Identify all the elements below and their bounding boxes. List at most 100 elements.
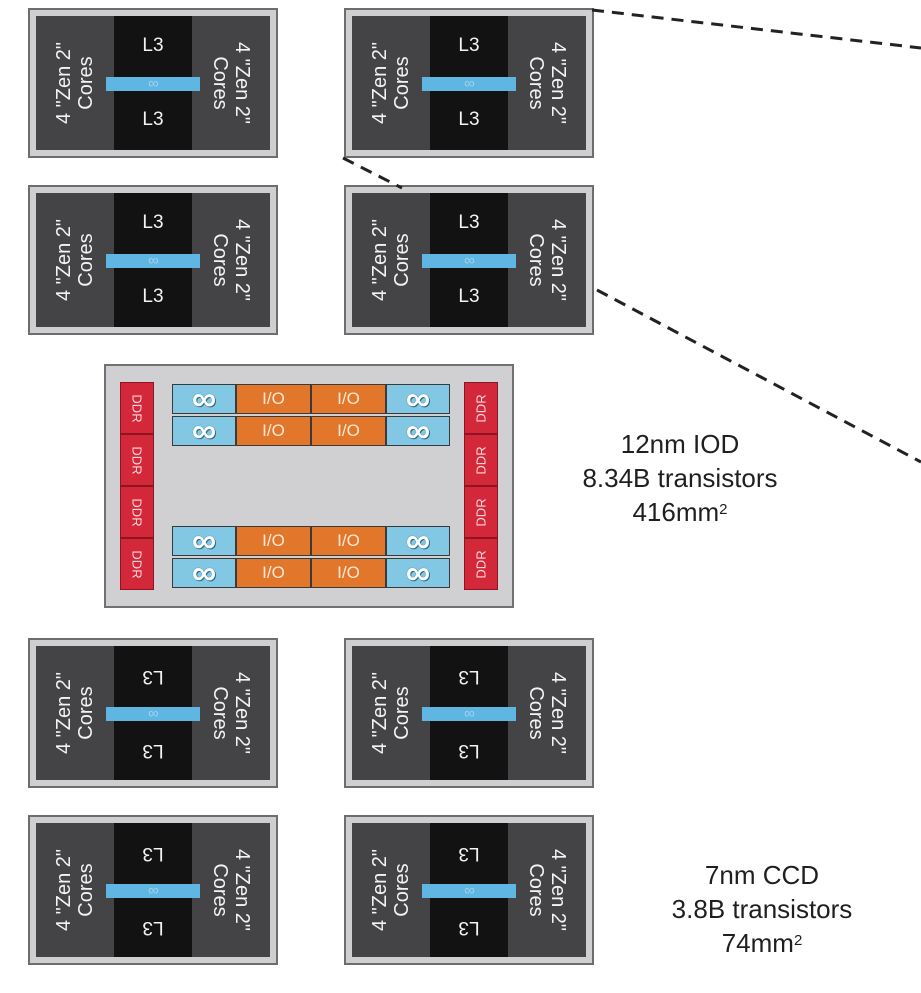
- infinity-icon: ∞: [191, 380, 217, 418]
- core-block-left: 4 "Zen 2"Cores: [36, 823, 114, 957]
- l3-cache: L3 ∞ L3: [106, 646, 200, 780]
- io-cell: I/O: [311, 558, 386, 588]
- l3-label-top: L3: [458, 666, 480, 687]
- core-block-left: 4 "Zen 2"Cores: [36, 16, 114, 150]
- core-block-left: 4 "Zen 2"Cores: [36, 193, 114, 327]
- infinity-fabric-bar: ∞: [106, 75, 200, 92]
- ddr-column-left: DDR DDR DDR DDR: [120, 382, 154, 592]
- ccd-chiplet-8: 4 "Zen 2"Cores L3 ∞ L3 4 "Zen 2"Cores: [344, 815, 594, 965]
- infinity-icon: ∞: [191, 412, 217, 450]
- ccd-process-text: 7nm CCD: [704, 860, 820, 890]
- io-row-1: ∞ I/O I/O ∞: [172, 380, 450, 418]
- connector-line-short: [342, 156, 403, 190]
- l3-label-top: L3: [142, 212, 164, 233]
- ddr-block: DDR: [120, 538, 154, 590]
- ccd-chiplet-7: 4 "Zen 2"Cores L3 ∞ L3 4 "Zen 2"Cores: [28, 815, 278, 965]
- core-block-right: 4 "Zen 2"Cores: [192, 823, 270, 957]
- l3-label-top: L3: [458, 843, 480, 864]
- l3-label-top: L3: [458, 212, 480, 233]
- l3-cache: L3 ∞ L3: [106, 823, 200, 957]
- l3-label-bottom: L3: [142, 740, 164, 761]
- infinity-fabric-bar: ∞: [422, 882, 516, 899]
- iod-spec-label: 12nm IOD 8.34B transistors 416mm2: [530, 427, 830, 529]
- infinity-icon: ∞: [405, 412, 431, 450]
- infinity-fabric-cell: ∞: [172, 554, 236, 592]
- ddr-block: DDR: [120, 486, 154, 538]
- core-block-right: 4 "Zen 2"Cores: [192, 16, 270, 150]
- io-row-2: ∞ I/O I/O ∞: [172, 412, 450, 450]
- l3-label-top: L3: [458, 35, 480, 56]
- l3-label-bottom: L3: [142, 109, 164, 130]
- core-block-left: 4 "Zen 2"Cores: [352, 646, 430, 780]
- infinity-icon: ∞: [148, 75, 159, 92]
- ddr-block: DDR: [120, 382, 154, 434]
- l3-label-bottom: L3: [458, 917, 480, 938]
- iod-transistor-text: 8.34B transistors: [582, 463, 778, 493]
- infinity-fabric-cell: ∞: [172, 522, 236, 560]
- l3-label-bottom: L3: [458, 109, 480, 130]
- connector-line-top: [591, 8, 921, 50]
- infinity-icon: ∞: [464, 252, 475, 269]
- l3-label-top: L3: [142, 35, 164, 56]
- ccd-chiplet-2: 4 "Zen 2"Cores L3 ∞ L3 4 "Zen 2"Cores: [344, 8, 594, 158]
- l3-cache: L3 ∞ L3: [422, 16, 516, 150]
- ddr-column-right: DDR DDR DDR DDR: [464, 382, 498, 592]
- ccd-transistor-text: 3.8B transistors: [671, 894, 853, 924]
- l3-cache: L3 ∞ L3: [422, 823, 516, 957]
- infinity-fabric-bar: ∞: [106, 252, 200, 269]
- infinity-icon: ∞: [464, 705, 475, 722]
- l3-cache: L3 ∞ L3: [106, 16, 200, 150]
- ccd-spec-label: 7nm CCD 3.8B transistors 74mm2: [612, 858, 912, 960]
- infinity-icon: ∞: [405, 522, 431, 560]
- ccd-chiplet-5: 4 "Zen 2"Cores L3 ∞ L3 4 "Zen 2"Cores: [28, 638, 278, 788]
- iod-area-text: 416mm2: [632, 497, 728, 527]
- ccd-chiplet-3: 4 "Zen 2"Cores L3 ∞ L3 4 "Zen 2"Cores: [28, 185, 278, 335]
- core-block-right: 4 "Zen 2"Cores: [192, 193, 270, 327]
- io-cell: I/O: [236, 558, 311, 588]
- infinity-icon: ∞: [191, 522, 217, 560]
- ddr-block: DDR: [464, 486, 498, 538]
- ddr-block: DDR: [464, 538, 498, 590]
- l3-cache: L3 ∞ L3: [422, 193, 516, 327]
- ccd-area-text: 74mm2: [721, 928, 803, 958]
- infinity-icon: ∞: [405, 380, 431, 418]
- iod-process-text: 12nm IOD: [620, 429, 740, 459]
- io-cell: I/O: [311, 526, 386, 556]
- infinity-fabric-bar: ∞: [422, 705, 516, 722]
- infinity-fabric-bar: ∞: [106, 706, 200, 721]
- infinity-fabric-cell: ∞: [386, 380, 450, 418]
- core-block-right: 4 "Zen 2"Cores: [508, 193, 586, 327]
- l3-label-top: L3: [142, 843, 164, 864]
- infinity-fabric-bar: ∞: [106, 883, 200, 898]
- core-block-left: 4 "Zen 2"Cores: [352, 823, 430, 957]
- io-cell: I/O: [236, 526, 311, 556]
- io-die: DDR DDR DDR DDR DDR DDR DDR DDR ∞ I/O I/…: [104, 364, 514, 608]
- infinity-fabric-cell: ∞: [386, 522, 450, 560]
- infinity-fabric-bar: ∞: [422, 252, 516, 269]
- l3-label-top: L3: [142, 666, 164, 687]
- l3-label-bottom: L3: [142, 917, 164, 938]
- io-cell: I/O: [236, 384, 311, 414]
- ddr-block: DDR: [464, 434, 498, 486]
- core-block-right: 4 "Zen 2"Cores: [192, 646, 270, 780]
- infinity-icon: ∞: [405, 554, 431, 592]
- io-row-4: ∞ I/O I/O ∞: [172, 554, 450, 592]
- io-cell: I/O: [311, 384, 386, 414]
- core-block-left: 4 "Zen 2"Cores: [36, 646, 114, 780]
- ddr-block: DDR: [464, 382, 498, 434]
- ccd-chiplet-4: 4 "Zen 2"Cores L3 ∞ L3 4 "Zen 2"Cores: [344, 185, 594, 335]
- infinity-icon: ∞: [464, 75, 475, 92]
- infinity-fabric-cell: ∞: [386, 554, 450, 592]
- infinity-icon: ∞: [148, 252, 159, 269]
- infinity-fabric-bar: ∞: [422, 75, 516, 92]
- infinity-icon: ∞: [191, 554, 217, 592]
- l3-cache: L3 ∞ L3: [422, 646, 516, 780]
- l3-cache: L3 ∞ L3: [106, 193, 200, 327]
- l3-label-bottom: L3: [142, 286, 164, 307]
- l3-label-bottom: L3: [458, 740, 480, 761]
- core-block-left: 4 "Zen 2"Cores: [352, 16, 430, 150]
- infinity-icon: ∞: [464, 882, 475, 899]
- core-block-right: 4 "Zen 2"Cores: [508, 16, 586, 150]
- core-block-right: 4 "Zen 2"Cores: [508, 823, 586, 957]
